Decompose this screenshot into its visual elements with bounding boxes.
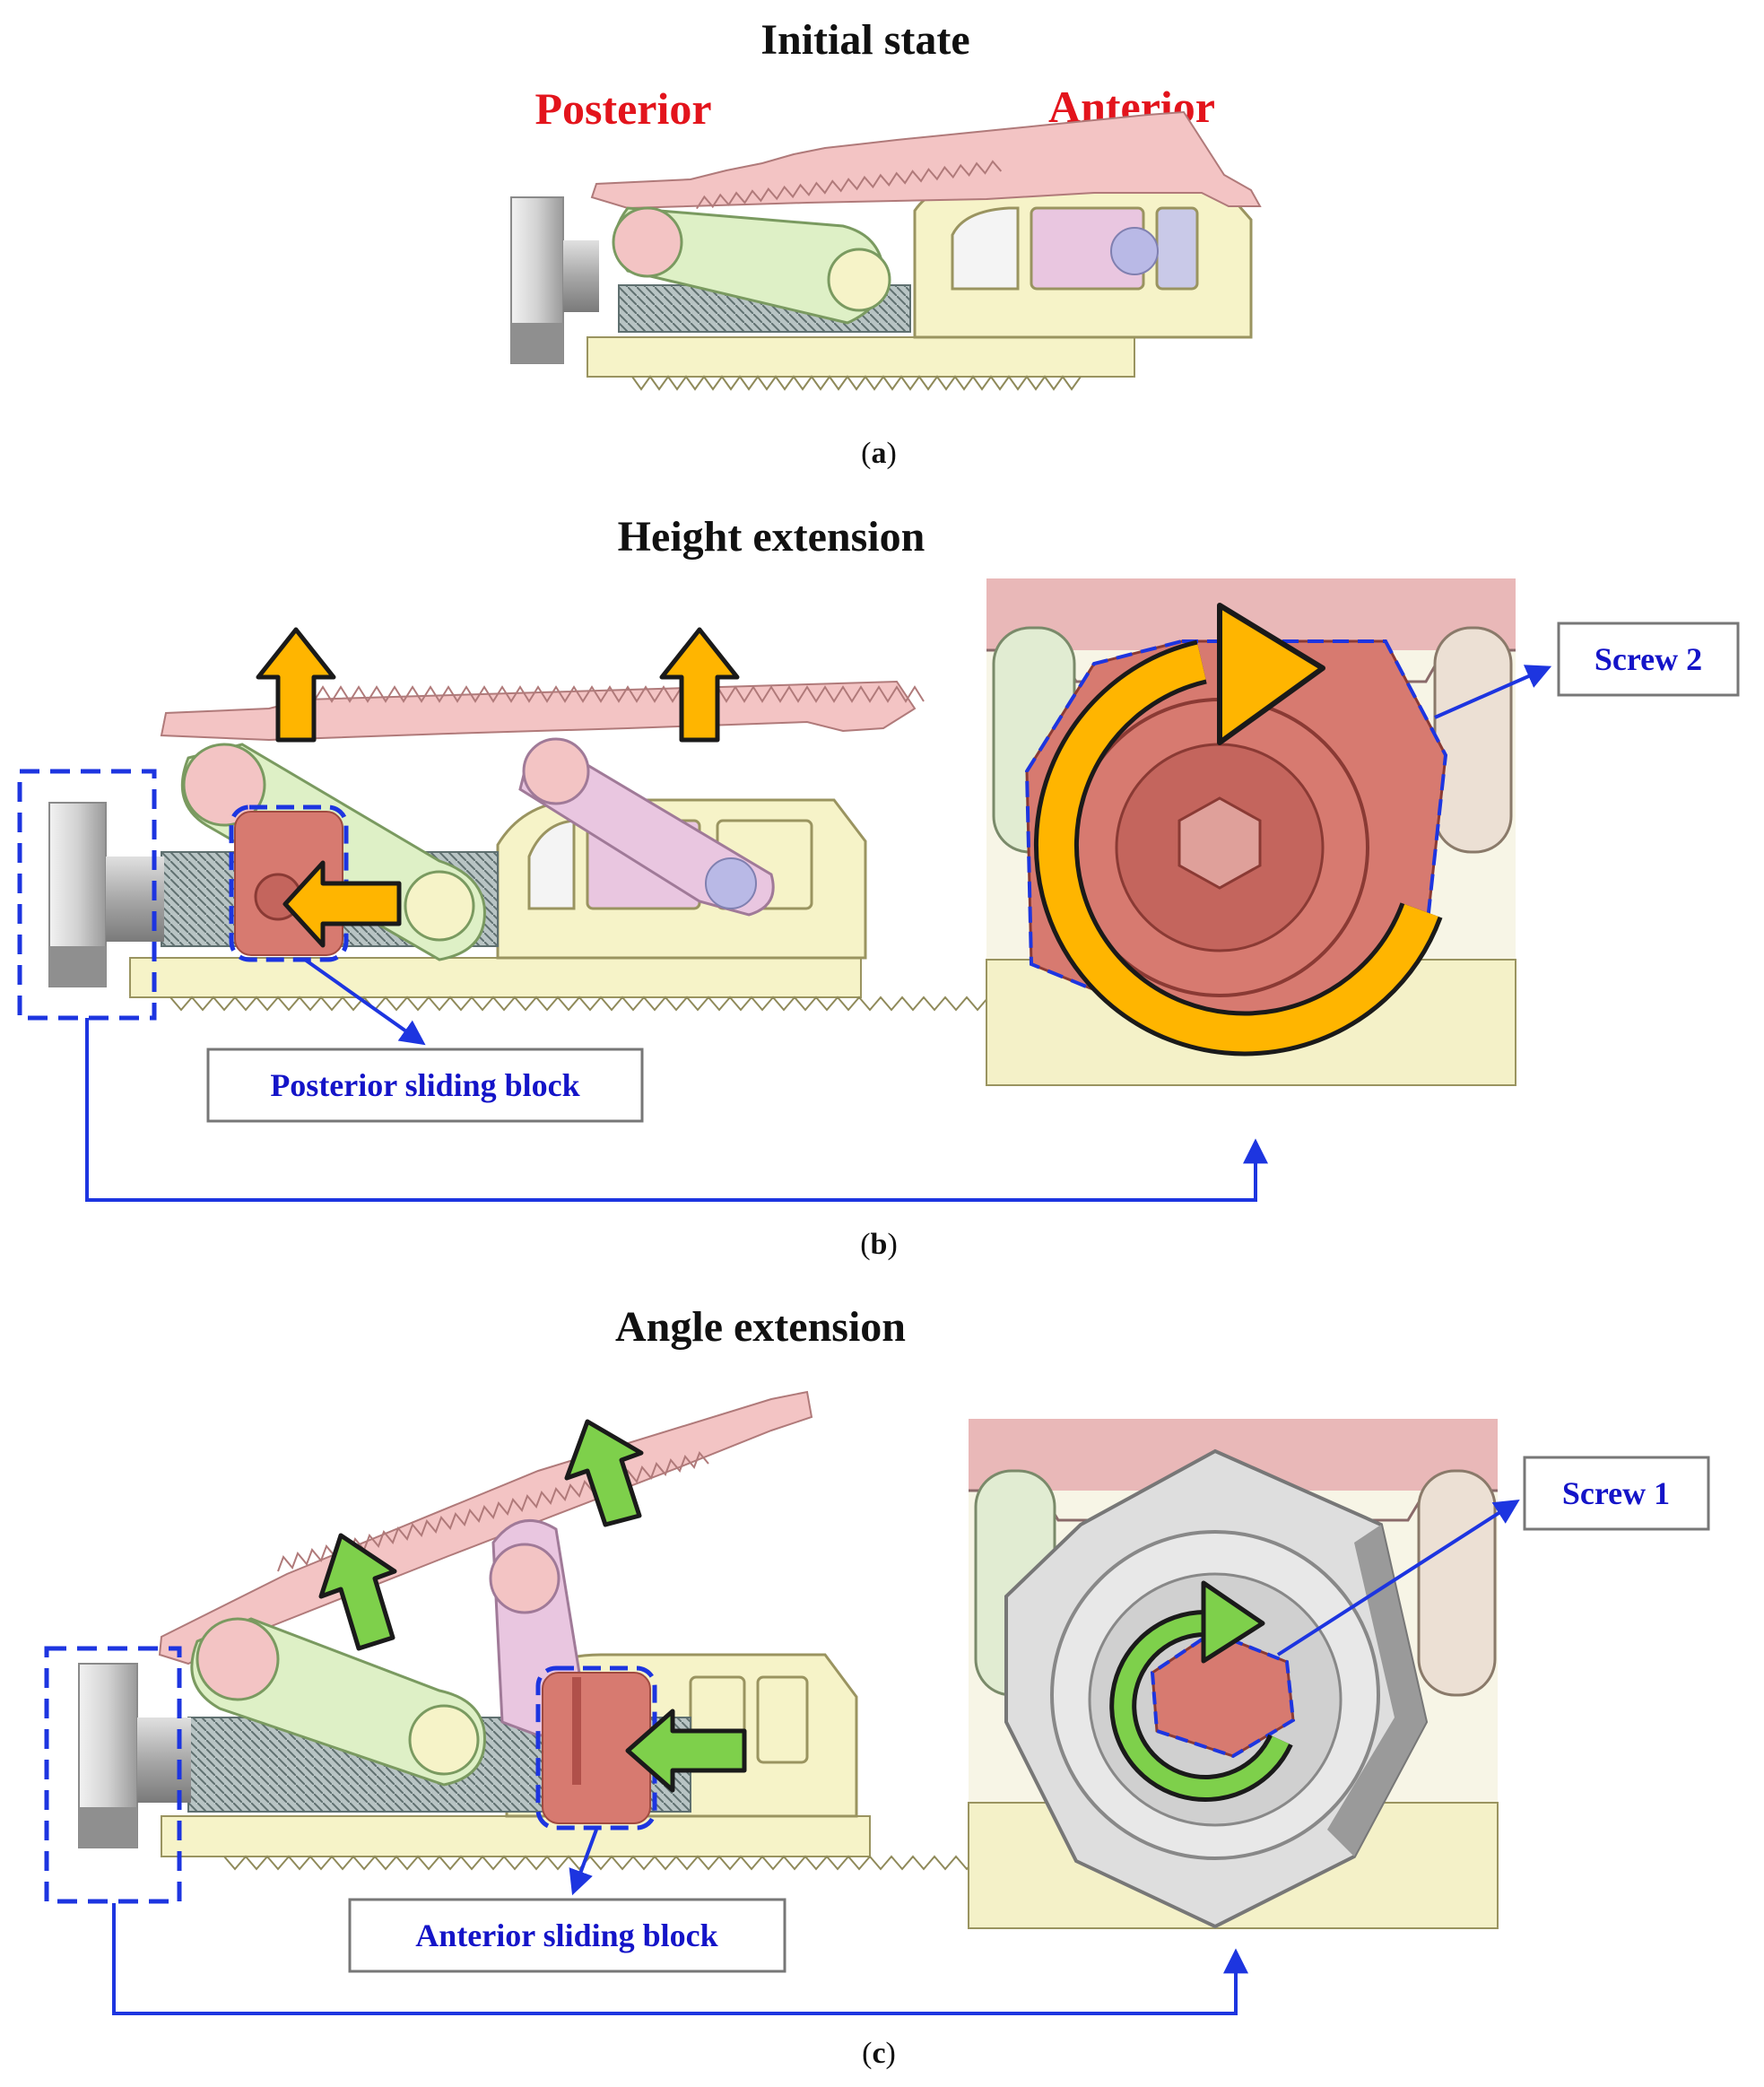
zoom-screw-2 [986, 578, 1516, 1086]
screw-2-label: Screw 2 [1595, 641, 1702, 677]
up-arrow-anterior [564, 1419, 644, 1527]
upper-endplate [160, 680, 917, 742]
block-slot [572, 1677, 581, 1785]
bolt-to-zoom-connector [85, 1018, 1268, 1202]
zoom-beige-roller [1417, 1469, 1497, 1697]
bolt-head-shade [49, 946, 106, 987]
middle-pivot [404, 870, 475, 942]
middle-pivot [827, 248, 891, 312]
device-angle [44, 1390, 1032, 1904]
screw-1-callout [1523, 1456, 1710, 1531]
rotation-arrow-head [1217, 603, 1325, 745]
rotation-arrow [1114, 1613, 1290, 1797]
panel-b-title: Height extension [618, 513, 925, 561]
screw-1-label: Screw 1 [1562, 1475, 1670, 1511]
lower-endplate [587, 336, 1135, 378]
anterior-top-pivot [489, 1543, 560, 1614]
panel-c: Angle extension [44, 1303, 1710, 2070]
bolt-shaft [563, 240, 599, 312]
lower-teeth [169, 996, 1000, 1012]
posterior-block-callout [206, 1048, 644, 1123]
middle-pivot [408, 1704, 480, 1776]
bolt-highlight [44, 1646, 182, 1904]
block-callout-arrow [303, 958, 426, 1046]
up-arrow-posterior [318, 1533, 397, 1651]
panel-a: Initial state Posterior Anterior [510, 16, 1262, 470]
panel-c-caption: (c) [862, 2037, 896, 2070]
up-arrow-posterior [256, 627, 336, 743]
upper-teeth [295, 685, 925, 703]
posterior-pivot [196, 1617, 280, 1701]
anterior-pivot [1110, 227, 1159, 275]
lower-endplate [129, 957, 862, 998]
posterior-pivot [612, 206, 683, 278]
screw-1-highlight [1150, 1630, 1296, 1759]
panel-b-caption: (b) [860, 1228, 898, 1261]
screw-2-callout-arrow [1434, 665, 1552, 719]
anterior-top-pivot [522, 737, 590, 805]
slide-arrow-anterior [625, 1709, 747, 1793]
upper-endplate [590, 110, 1262, 210]
posterior-block-label: Posterior sliding block [270, 1067, 579, 1103]
posterior-pivot [182, 743, 266, 827]
lower-endplate [161, 1815, 871, 1857]
screw-2-hex-socket [1177, 796, 1262, 890]
anterior-block-label: Anterior sliding block [415, 1917, 717, 1953]
rotation-arrow [1038, 644, 1438, 1052]
screw-1-callout-arrow [1276, 1499, 1520, 1657]
panel-a-title: Initial state [760, 16, 969, 64]
bolt-head-shade [79, 1807, 137, 1848]
block-callout-arrow [569, 1829, 598, 1896]
slide-arrow-posterior [282, 860, 402, 948]
screw-2-highlight [1024, 639, 1448, 1057]
zoom-screw-1 [968, 1419, 1499, 1929]
posterior-label: Posterior [534, 83, 711, 134]
bolt-head-shade [511, 323, 563, 363]
zoom-beige-roller [1433, 626, 1513, 854]
anterior-block-callout [348, 1898, 786, 1973]
screw-2-callout [1557, 622, 1740, 697]
upper-teeth [696, 160, 1003, 210]
cage-window-front [951, 206, 1020, 291]
panel-b: Height extension [17, 513, 1740, 1261]
lower-teeth [631, 375, 1082, 391]
bolt-highlight [17, 769, 157, 1021]
device-initial [510, 110, 1262, 391]
anterior-bottom-pivot [705, 857, 757, 909]
panel-c-title: Angle extension [615, 1303, 906, 1351]
up-arrow-anterior [659, 627, 740, 743]
lower-teeth [223, 1855, 1032, 1871]
bolt-shaft [137, 1717, 191, 1803]
panel-a-caption: (a) [861, 437, 897, 470]
cage-window-small [1155, 206, 1199, 291]
bolt-to-zoom-connector [112, 1903, 1248, 2015]
rotation-arrow-head [1201, 1580, 1265, 1664]
cage-window-rear [756, 1675, 809, 1764]
device-height [17, 627, 1000, 1021]
